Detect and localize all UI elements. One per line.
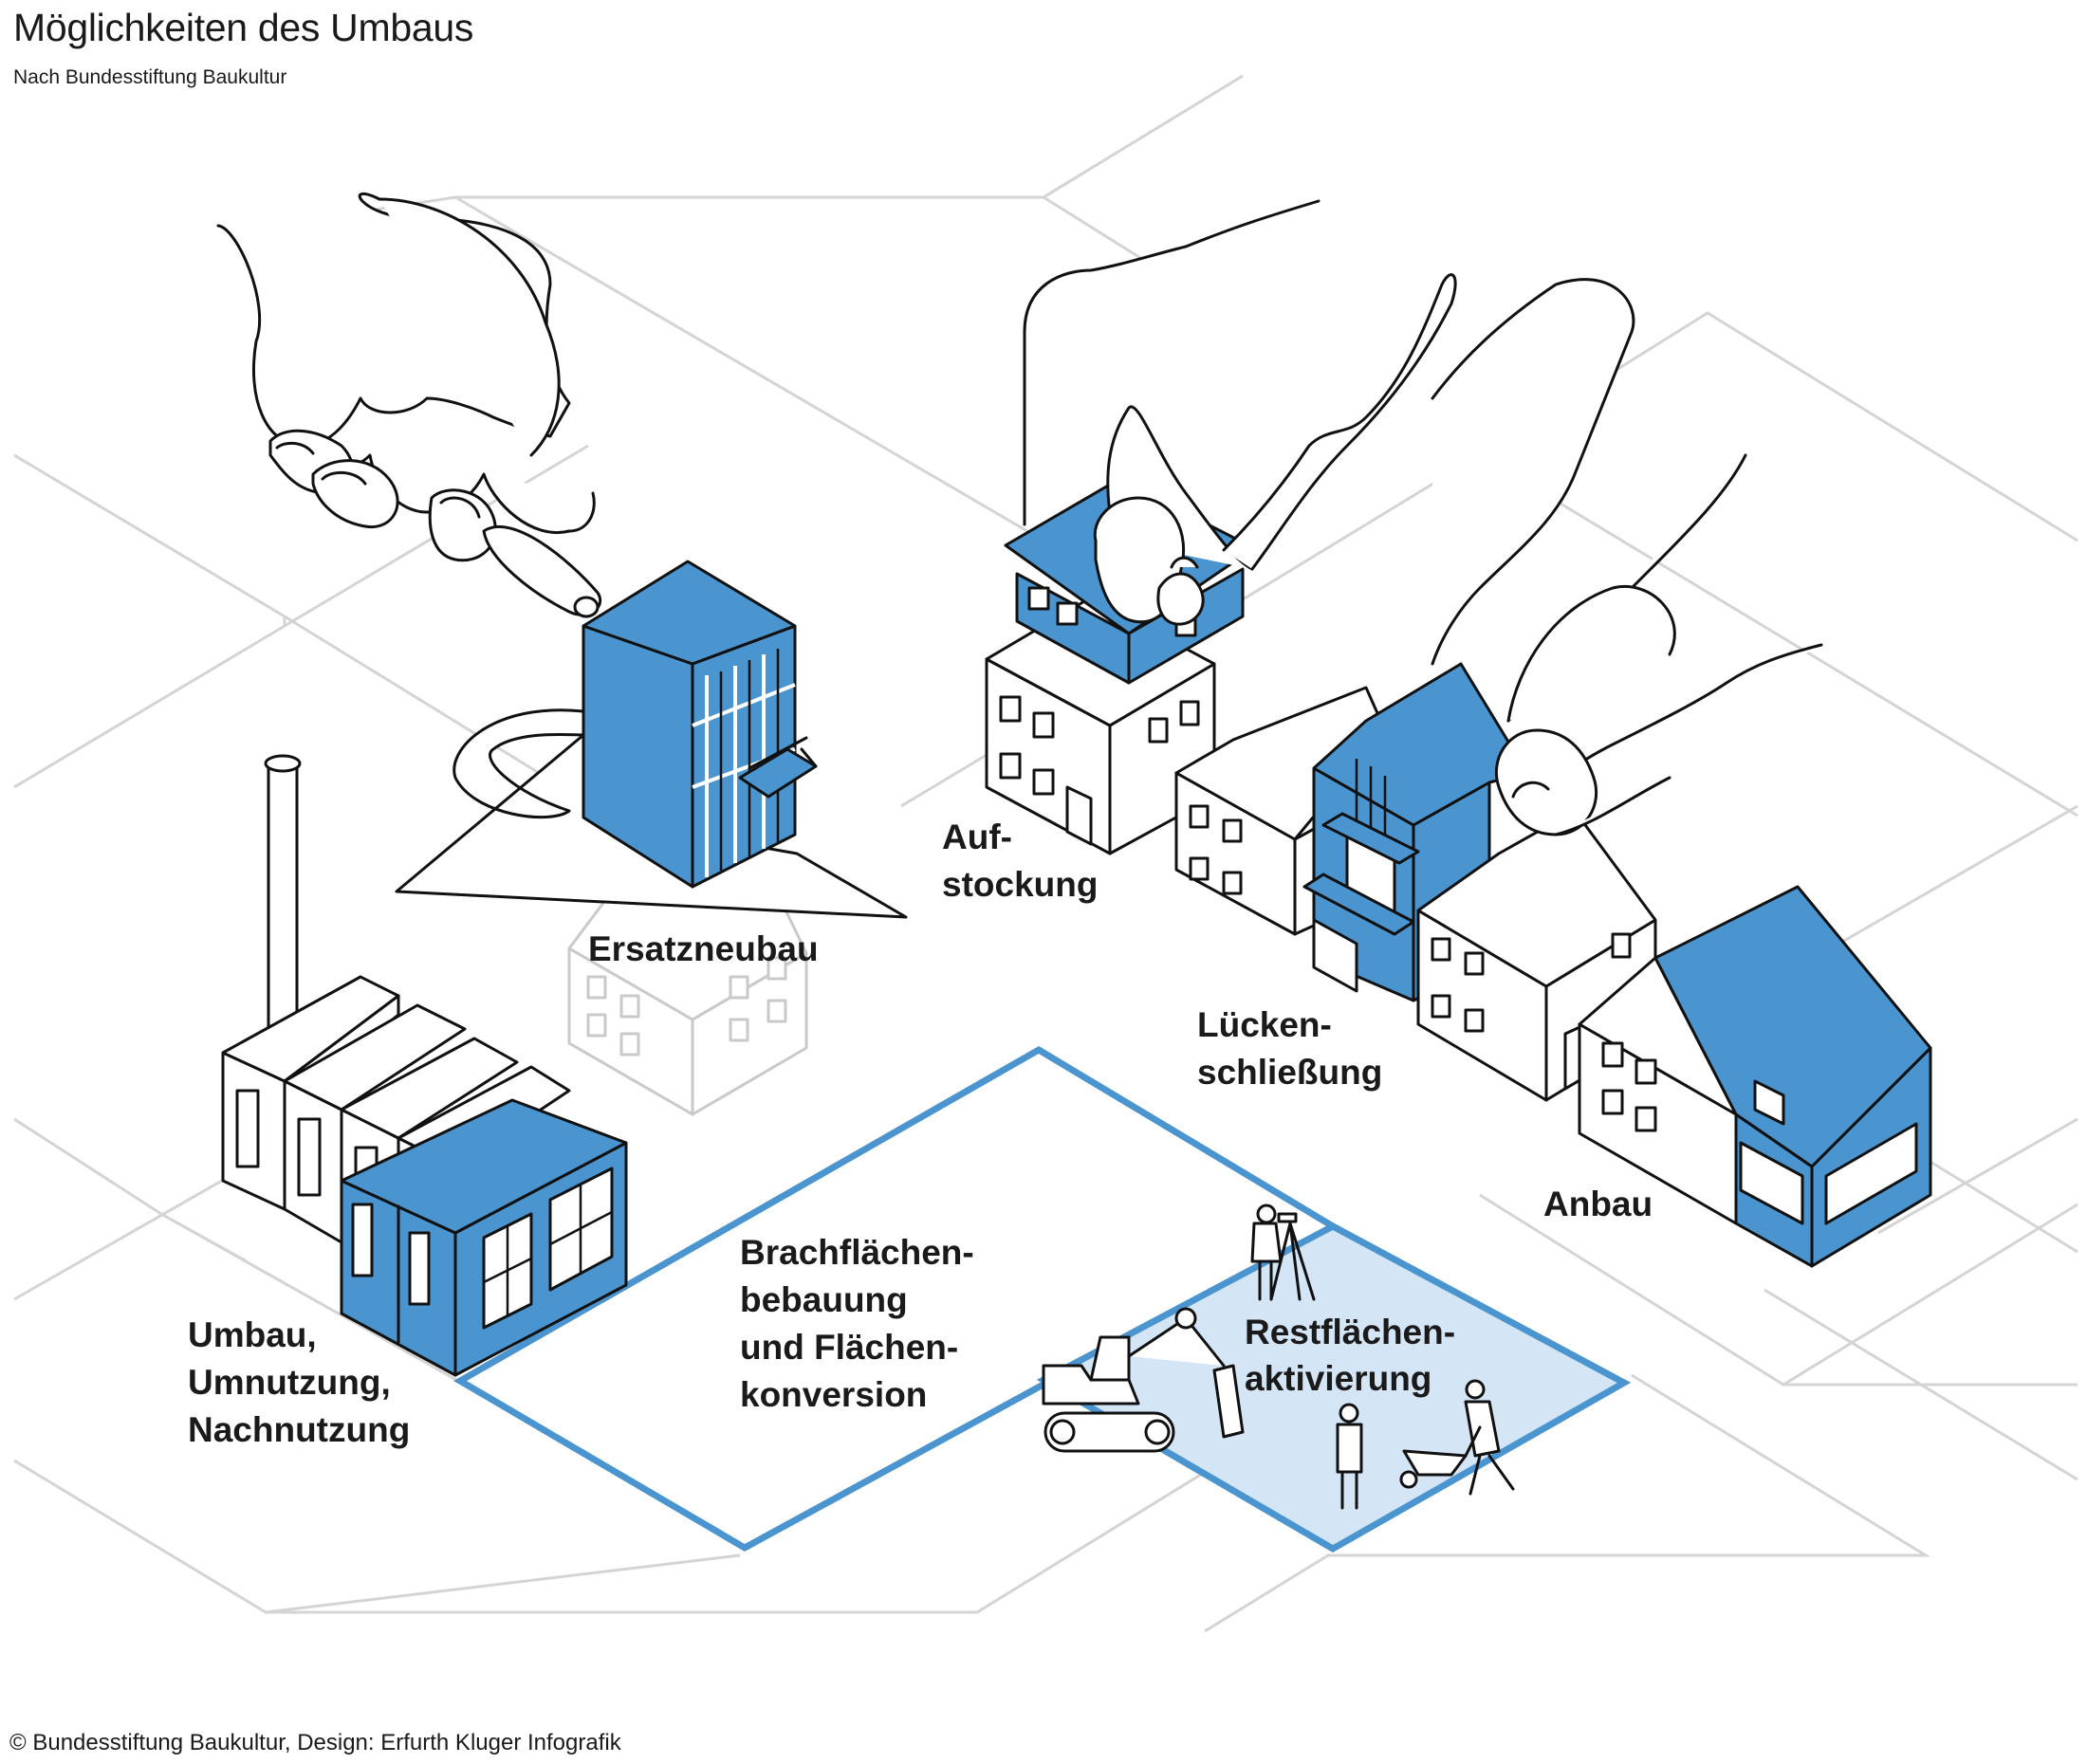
surveyor-icon: [1250, 1204, 1316, 1301]
eraser-trace: [395, 708, 908, 919]
footer-credit: © Bundesstiftung Baukultur, Design: Erfu…: [9, 1730, 621, 1755]
restflaechen-area: [1036, 1222, 1632, 1553]
ersatzneubau-scene: [395, 560, 908, 919]
label-umbau-line-1: Umbau,: [188, 1315, 317, 1354]
left-hand-with-pen: [216, 193, 602, 618]
label-anbau: Anbau: [1543, 1185, 1653, 1223]
label-restflaechen: Restflächen- aktivierung: [1245, 1313, 1455, 1398]
construction-figures: [1042, 1204, 1515, 1510]
label-umbau-line-3: Nachnutzung: [188, 1410, 410, 1449]
right-hand: [1431, 278, 1823, 836]
label-brachflaechen-line-3: und Flächen-: [740, 1328, 958, 1367]
label-brachflaechen-line-1: Brachflächen-: [740, 1233, 974, 1272]
wheelbarrow-worker-icon: [1399, 1379, 1515, 1496]
label-ersatzneubau-line: Ersatzneubau: [588, 929, 819, 968]
anbau-scene: [1578, 885, 1932, 1268]
label-restflaechen-line-1: Restflächen-: [1245, 1313, 1455, 1351]
label-aufstockung-line-2: stockung: [942, 865, 1098, 904]
label-lueckenschliessung: Lücken- schließung: [1197, 1005, 1382, 1092]
worker-icon: [1336, 1403, 1363, 1510]
label-umbau-line-2: Umnutzung,: [188, 1363, 391, 1402]
label-anbau-line: Anbau: [1543, 1185, 1653, 1223]
excavator-icon: [1042, 1307, 1245, 1453]
label-brachflaechen: Brachflächen- bebauung und Flächen- konv…: [740, 1233, 974, 1414]
label-ersatzneubau: Ersatzneubau: [588, 929, 819, 968]
label-lueckenschliessung-line-1: Lücken-: [1197, 1005, 1332, 1044]
page-title: Möglichkeiten des Umbaus: [13, 6, 474, 49]
label-lueckenschliessung-line-2: schließung: [1197, 1053, 1382, 1092]
brachflaechen-area: [453, 1045, 1340, 1553]
label-brachflaechen-line-4: konversion: [740, 1375, 927, 1414]
label-aufstockung: Auf- stockung: [942, 818, 1098, 904]
label-umbau: Umbau, Umnutzung, Nachnutzung: [188, 1315, 410, 1449]
page-subtitle: Nach Bundesstiftung Baukultur: [13, 66, 287, 88]
label-brachflaechen-line-2: bebauung: [740, 1280, 908, 1319]
factory-scene: [221, 754, 628, 1377]
label-restflaechen-line-2: aktivierung: [1245, 1359, 1431, 1398]
label-aufstockung-line-1: Auf-: [942, 818, 1012, 856]
middle-hand: [1023, 199, 1457, 626]
